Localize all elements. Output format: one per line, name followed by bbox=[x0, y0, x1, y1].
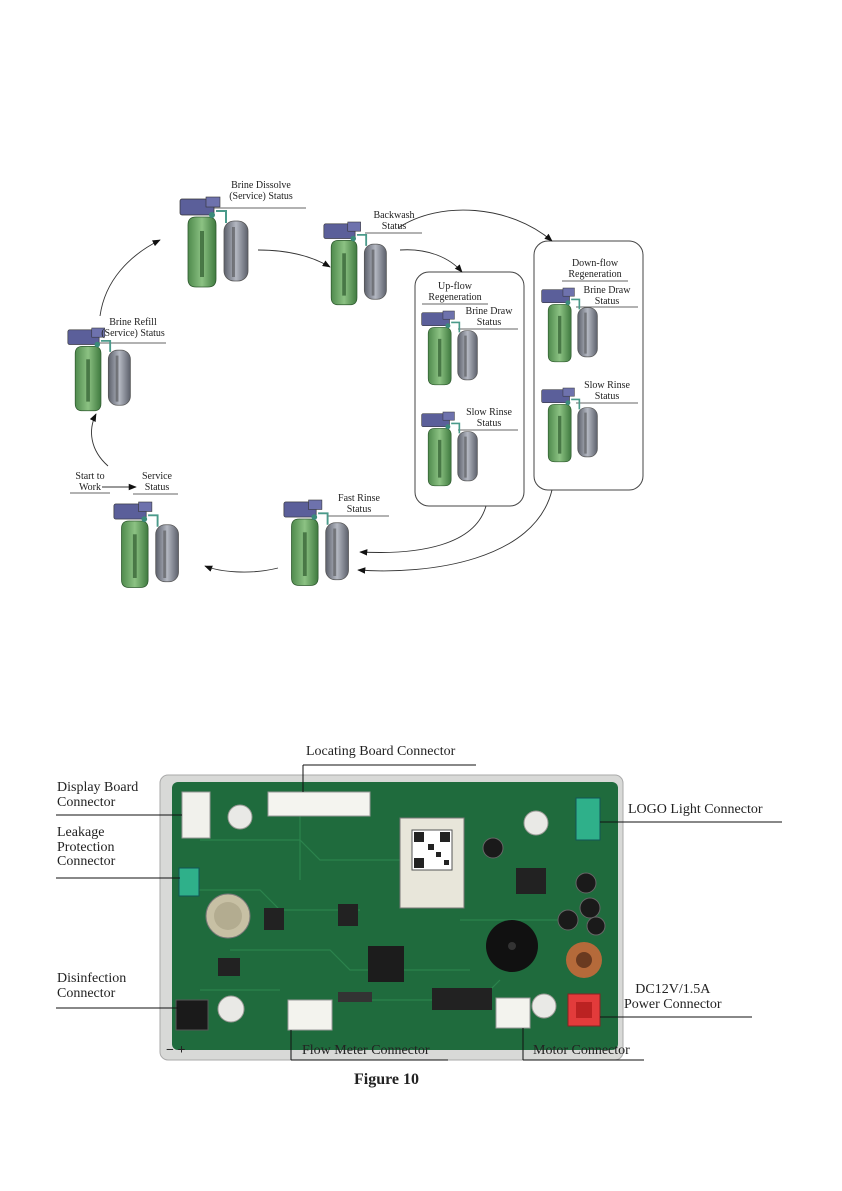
label-backwash-status: Backwash Status bbox=[373, 210, 415, 232]
label-polarity: − + bbox=[166, 1043, 186, 1058]
label-downflow-slow-rinse: Slow Rinse Status bbox=[584, 380, 630, 402]
label-brine-refill-status: Brine Refill (Service) Status bbox=[101, 317, 165, 339]
unit-brine-refill bbox=[67, 327, 131, 412]
pcb-connector-diagram bbox=[56, 764, 782, 1061]
label-service-status: Service Status bbox=[142, 471, 172, 493]
label-upflow-regeneration: Up-flow Regeneration bbox=[428, 281, 482, 303]
arrow-downflow-to-fastrinse bbox=[357, 489, 553, 574]
pcb-board bbox=[172, 782, 618, 1050]
unit-backwash bbox=[323, 221, 387, 306]
upflow-regeneration-box bbox=[414, 271, 525, 507]
unit-downflow-brine-draw bbox=[541, 287, 598, 363]
logo-light-connector bbox=[575, 797, 601, 841]
label-downflow-regeneration: Down-flow Regeneration bbox=[568, 258, 622, 280]
locating-board-connector bbox=[267, 791, 371, 817]
unit-upflow-brine-draw bbox=[421, 310, 478, 386]
unit-service bbox=[113, 501, 179, 588]
downflow-regeneration-box bbox=[533, 240, 644, 491]
label-disinfection-connector: Disinfection Connector bbox=[57, 971, 127, 1001]
label-flow-meter-connector: Flow Meter Connector bbox=[302, 1043, 430, 1058]
arrow-backwash-to-downflow bbox=[397, 209, 553, 242]
label-upflow-slow-rinse: Slow Rinse Status bbox=[466, 407, 512, 429]
label-brine-dissolve-status: Brine Dissolve (Service) Status bbox=[229, 180, 293, 202]
label-locating-board-connector: Locating Board Connector bbox=[306, 744, 456, 759]
label-fast-rinse-status: Fast Rinse Status bbox=[338, 493, 380, 515]
arrow-service-to-refill bbox=[89, 413, 109, 467]
label-leakage-protection-connector: Leakage Protection Connector bbox=[57, 825, 116, 870]
figure-caption: Figure 10 bbox=[354, 1071, 420, 1088]
label-start-to-work: Start to Work bbox=[75, 471, 105, 493]
unit-downflow-slow-rinse bbox=[541, 387, 598, 463]
display-board-connector bbox=[181, 791, 211, 839]
arrow-refill-to-dissolve bbox=[99, 239, 161, 317]
arrow-upflow-to-fastrinse bbox=[359, 505, 487, 556]
arrow-backwash-to-upflow bbox=[399, 249, 463, 273]
arrow-fastrinse-to-service bbox=[204, 565, 279, 573]
flow-meter-connector bbox=[287, 999, 333, 1031]
arrow-dissolve-to-backwash bbox=[257, 249, 331, 268]
regeneration-cycle-diagram bbox=[67, 196, 644, 588]
unit-brine-dissolve bbox=[179, 196, 249, 288]
label-logo-light-connector: LOGO Light Connector bbox=[628, 802, 763, 817]
unit-fast-rinse bbox=[283, 499, 349, 586]
disinfection-connector bbox=[175, 999, 209, 1031]
unit-upflow-slow-rinse bbox=[421, 411, 478, 487]
label-motor-connector: Motor Connector bbox=[533, 1043, 630, 1058]
label-power-connector: DC12V/1.5A Power Connector bbox=[624, 982, 722, 1012]
label-upflow-brine-draw: Brine Draw Status bbox=[465, 306, 513, 328]
leakage-protection-connector bbox=[178, 867, 200, 897]
motor-connector bbox=[495, 997, 531, 1029]
label-downflow-brine-draw: Brine Draw Status bbox=[583, 285, 631, 307]
label-display-board-connector: Display Board Connector bbox=[57, 780, 139, 810]
